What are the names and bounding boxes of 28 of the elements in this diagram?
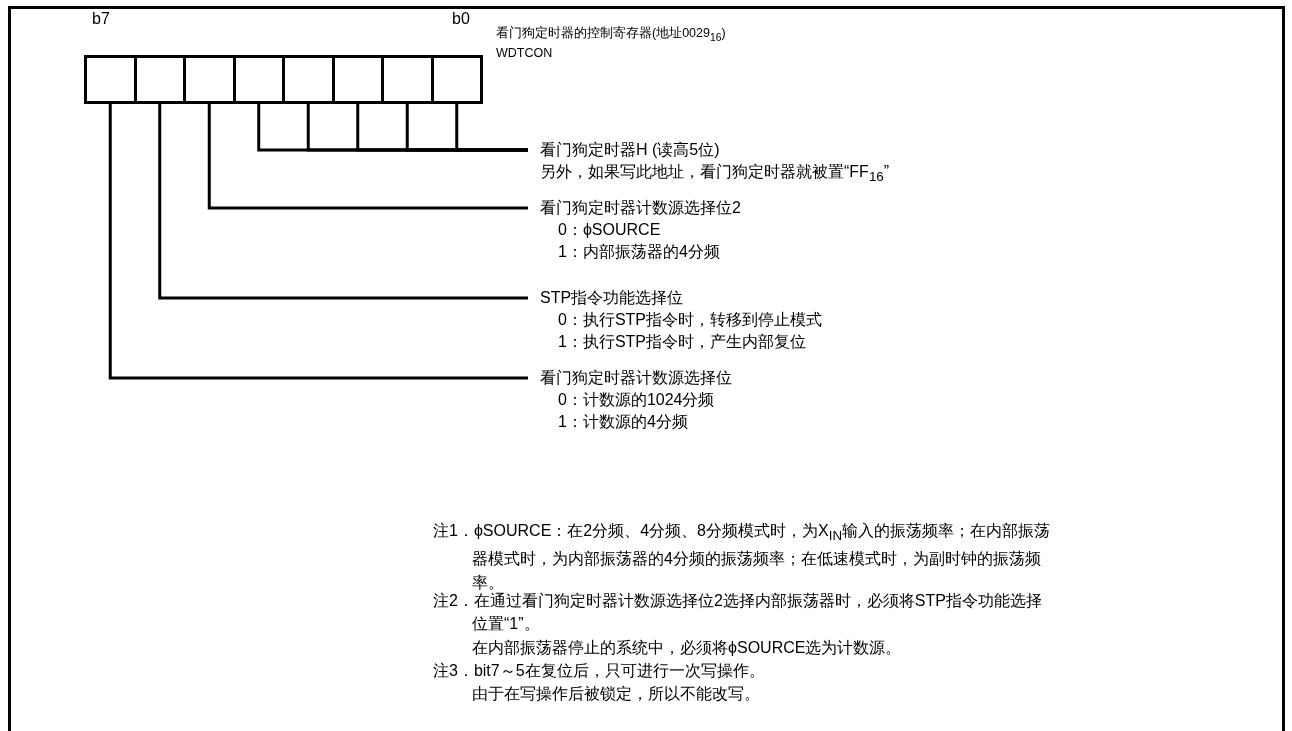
option-text: 1：计数源的4分频 <box>557 412 689 432</box>
leader-line <box>108 104 528 380</box>
bit-cell <box>282 55 335 104</box>
leader-line <box>207 104 528 210</box>
bit-cell <box>183 55 236 104</box>
option-text: 1：执行STP指令时，产生内部复位 <box>557 332 807 352</box>
register-name: 看门狗定时器的控制寄存器(地址0029$_{16}$) <box>496 25 726 45</box>
note-text: 在内部振荡器停止的系统中，必须将ϕSOURCE选为计数源。 <box>472 638 902 658</box>
option-text: 0：ϕSOURCE <box>557 220 662 240</box>
bit-label: b7 <box>92 9 110 29</box>
option-text: 1：内部振荡器的4分频 <box>557 242 721 262</box>
option-text: 0：计数源的1024分频 <box>557 390 716 410</box>
option-text: 0：执行STP指令时，转移到停止模式 <box>557 310 822 330</box>
field-name: 看门狗定时器计数源选择位 <box>540 368 732 388</box>
leader-line <box>158 104 528 300</box>
note-text: 注3．bit7～5在复位后，只可进行一次写操作。 <box>433 661 765 681</box>
bit-label: b0 <box>452 9 470 29</box>
leader-line <box>455 104 528 152</box>
register-symbol: WDTCON <box>496 45 553 62</box>
field-note: 另外，如果写此地址，看门狗定时器就被置“FF$_{16}$” <box>540 162 890 187</box>
bit-cell <box>84 55 137 104</box>
note-text: 注1．ϕSOURCE：在2分频、4分频、8分频模式时，为X$_{IN}$输入的振荡频率；在内部振荡器模式时，为内部振荡器的4分频的振荡频率；在低速模式时，为副时钟的振荡频率。 <box>433 521 1051 592</box>
note-text: 由于在写操作后被锁定，所以不能改写。 <box>472 684 760 704</box>
note-text: 注2．在通过看门狗定时器计数源选择位2选择内部振荡器时，必须将STP指令功能选择位置“1”。 <box>433 591 1043 635</box>
field-name: 看门狗定时器H (读高5位) <box>540 140 721 160</box>
field-name: STP指令功能选择位 <box>540 288 685 308</box>
bit-cell <box>381 55 434 104</box>
field-name: 看门狗定时器计数源选择位2 <box>540 198 741 218</box>
